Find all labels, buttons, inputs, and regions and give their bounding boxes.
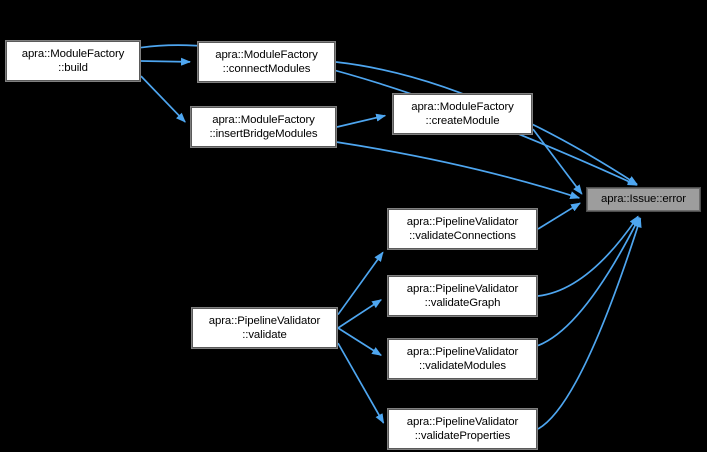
node-validate-properties[interactable]: apra::PipelineValidator ::validateProper…: [387, 408, 538, 450]
node-label-line2: ::connectModules: [222, 63, 311, 75]
node-insert-bridge-modules[interactable]: apra::ModuleFactory ::insertBridgeModule…: [190, 106, 337, 148]
node-label-line1: apra::PipelineValidator: [406, 215, 519, 228]
edge-validateProperties-to-error: [537, 217, 642, 430]
node-label-line2: ::validateConnections: [409, 230, 516, 242]
edge-createModule-to-error: [532, 128, 583, 195]
node-label-line1: apra::PipelineValidator: [406, 345, 519, 358]
node-label-line1: apra::Issue::error: [601, 193, 686, 206]
node-label-line2: ::build: [58, 62, 88, 74]
node-label-line1: apra::PipelineValidator: [208, 314, 321, 327]
node-label-line1: apra::PipelineValidator: [406, 415, 519, 428]
node-validate-connections[interactable]: apra::PipelineValidator ::validateConnec…: [387, 208, 538, 250]
edge-validate-to-validateConnections: [337, 251, 384, 316]
node-validate-modules[interactable]: apra::PipelineValidator ::validateModule…: [387, 338, 538, 380]
node-label-line1: apra::ModuleFactory: [411, 100, 514, 113]
edge-validateGraph-to-error: [537, 215, 639, 297]
node-label-line1: apra::ModuleFactory: [215, 48, 318, 61]
edge-build-to-insertBridgeModules: [140, 75, 186, 123]
node-label-line1: apra::ModuleFactory: [212, 113, 315, 126]
node-validate-graph[interactable]: apra::PipelineValidator ::validateGraph: [387, 275, 538, 317]
edge-validateModules-to-error: [537, 216, 640, 347]
node-build[interactable]: apra::ModuleFactory ::build: [5, 40, 141, 82]
node-issue-error[interactable]: apra::Issue::error: [586, 187, 701, 212]
edge-validate-to-validateProperties: [337, 342, 385, 424]
edge-validateConnections-to-error: [537, 202, 581, 230]
node-label-line1: apra::PipelineValidator: [406, 282, 519, 295]
edge-build-to-connectModules: [140, 57, 192, 66]
node-label-line2: ::validateGraph: [424, 297, 501, 309]
node-validate[interactable]: apra::PipelineValidator ::validate: [191, 307, 338, 349]
node-label-line2: ::validateModules: [419, 360, 506, 372]
node-create-module[interactable]: apra::ModuleFactory ::createModule: [392, 93, 533, 135]
node-label-line2: ::insertBridgeModules: [209, 128, 318, 140]
node-label-line2: ::validate: [242, 329, 287, 341]
node-label-line1: apra::ModuleFactory: [21, 47, 125, 60]
edge-insertBridgeModules-to-error: [336, 141, 581, 199]
node-label-line2: ::createModule: [425, 115, 500, 127]
node-connect-modules[interactable]: apra::ModuleFactory ::connectModules: [197, 41, 336, 83]
edge-validate-to-validateModules: [337, 327, 382, 356]
node-label-line2: ::validateProperties: [414, 430, 511, 442]
edge-validate-to-validateGraph: [337, 299, 382, 329]
edge-insertBridgeModules-to-createModule: [336, 113, 387, 128]
